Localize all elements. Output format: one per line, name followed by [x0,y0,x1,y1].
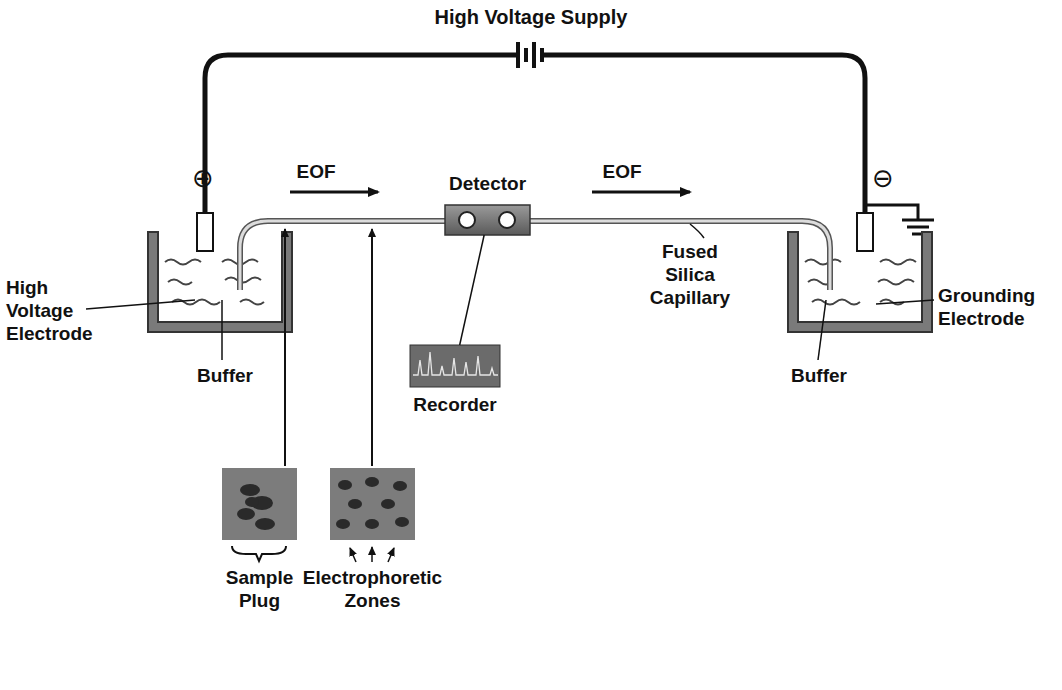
pointer-line [284,229,286,466]
zones-picture [330,468,415,540]
node-label: Electrophoretic Zones [293,566,453,612]
zones-box: Electrophoretic Zones [330,468,415,540]
eof-arrow [592,191,690,194]
node-label: Recorder [400,393,510,416]
leader-line [86,224,934,360]
capillary [240,221,830,290]
battery-symbol [518,42,542,68]
bracket [232,546,286,561]
node-label: Sample Plug [220,566,300,612]
part-label: Buffer [190,364,260,387]
flow-label: EOF [286,160,346,183]
polarity-sign: ⊕ [188,164,218,192]
node-label: Detector [433,172,543,195]
part-label: Grounding Electrode [938,284,1056,330]
zone-pointers [350,547,394,562]
part-label: Fused Silica Capillary [640,240,740,309]
electrode [857,213,873,251]
recorder-picture [410,345,500,387]
eof-arrow [290,191,378,194]
part-label: Buffer [784,364,854,387]
leader-connector [460,235,484,345]
capillary [240,221,830,290]
electrode [197,213,213,251]
ground-symbol [865,205,934,234]
pointer-line [371,229,373,466]
part-label: High Voltage Electrode [6,276,106,345]
sample-plug-picture [222,468,297,540]
sample-plug-box: Sample Plug [222,468,297,540]
recorder-box: Recorder [410,345,500,387]
diagram-title: High Voltage Supply [0,6,1062,29]
detector-box: Detector [445,205,530,235]
buffer-beaker [148,232,292,332]
polarity-sign: ⊖ [868,164,898,192]
supply-wire [544,55,865,215]
flow-label: EOF [592,160,652,183]
detector-block [445,205,530,235]
